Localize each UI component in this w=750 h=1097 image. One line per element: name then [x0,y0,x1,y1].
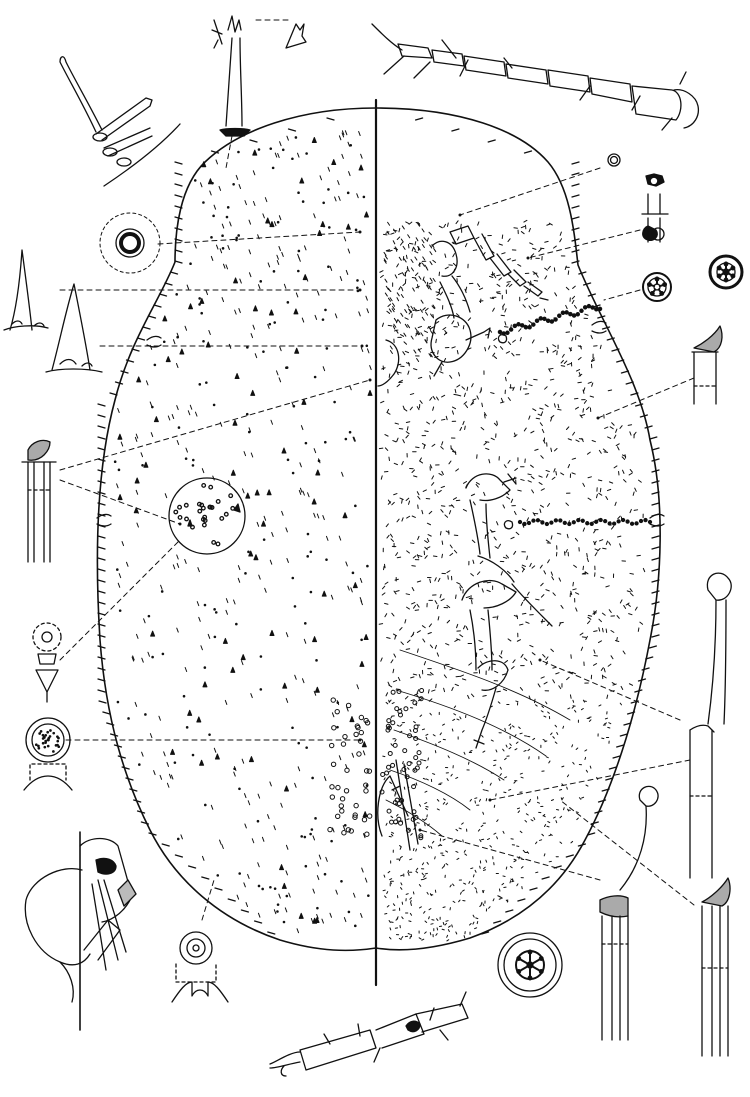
dorsum-outline [96,107,377,952]
body-antenna [449,225,549,301]
ventral-tubular-duct [691,325,723,405]
ventral-multilocular-pore [497,932,563,998]
body-outline [96,98,665,987]
multilocular-disc-pore-large [23,717,73,791]
ventral-segment-lines [385,649,571,837]
marginal-seta-cap [21,439,57,563]
spiracular-pore-bands [497,303,653,530]
marginal-setae [97,117,660,935]
hind-leg-tarsus [269,991,469,1077]
tubular-duct-with-spur [211,15,307,137]
enlarged-dorsal-setae [59,56,181,187]
ventral-stippling [378,219,646,942]
hind-leg [461,579,517,749]
quinquelocular-pores [642,254,744,302]
conical-spines [3,249,103,373]
stigmatic-cleft-posterior-left [96,513,112,527]
anal-apparatus [24,831,137,1031]
anal-lobe-ventral [377,759,419,851]
middle-leg [465,473,553,627]
simple-pore-ring [99,212,161,274]
venter-outline [375,107,661,951]
small-ring-pore [607,153,621,167]
ventral-appendages [377,225,653,851]
dorsal-stippling [113,130,373,934]
stigmatic-cleft-anterior-right [591,320,607,334]
dorsal-lobe-midline [377,339,400,387]
spiracle-duct [641,173,669,243]
disc-pore-with-spine [32,622,62,703]
ventral-clavate-ducts [599,572,732,1057]
front-leg [430,240,491,377]
antenna [371,23,700,131]
dorsal-pore-patch [168,477,246,555]
anal-ring-pore [171,931,229,1003]
leader-lines [59,19,695,921]
stigmatic-cleft-anterior-left [146,335,162,348]
stigmatic-cleft-posterior-right [649,513,665,527]
